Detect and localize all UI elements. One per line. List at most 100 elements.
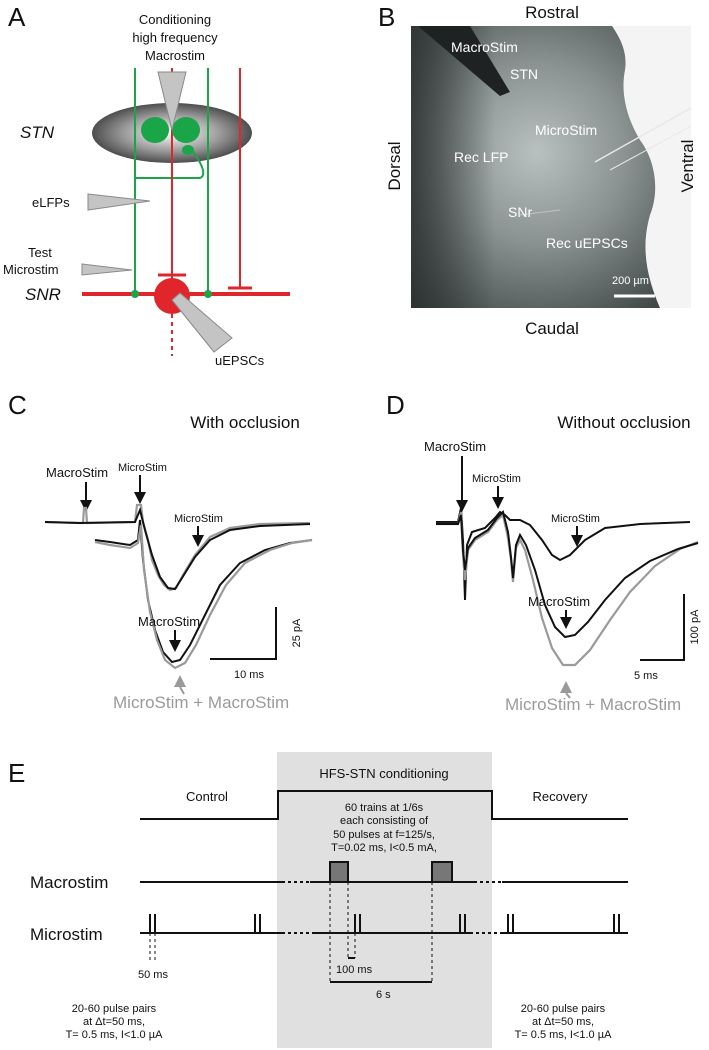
panel-d-microstim-trace-label: MicroStim bbox=[551, 513, 600, 525]
ms100-label: 100 ms bbox=[336, 964, 373, 976]
hfs-desc-2: each consisting of bbox=[340, 815, 429, 827]
conditioning-label-3: Macrostim bbox=[145, 48, 205, 63]
hfs-shaded-region bbox=[277, 752, 492, 1048]
d-scale-y: 100 pA bbox=[689, 609, 701, 645]
panel-c: C With occlusion MacroStim MicroStim Mic… bbox=[8, 390, 313, 712]
micro-pulse-pairs bbox=[149, 914, 620, 933]
rec-electrode-photo bbox=[519, 209, 561, 216]
c-arrow-macro2-head bbox=[169, 640, 181, 652]
synapse-1 bbox=[131, 290, 139, 298]
panel-c-title: With occlusion bbox=[190, 413, 300, 432]
d-scale-x: 5 ms bbox=[634, 670, 658, 682]
uepscs-label: uEPSCs bbox=[215, 353, 265, 368]
d-arrow-macro-head bbox=[456, 500, 468, 512]
d-arrow-combined-head bbox=[560, 681, 572, 693]
panel-letter-b: B bbox=[378, 2, 395, 32]
panel-d: D Without occlusion MacroStim MicroStim … bbox=[386, 390, 701, 714]
d-trace-combined bbox=[436, 511, 699, 667]
panel-letter-e: E bbox=[8, 758, 25, 788]
hfs-desc-1: 60 trains at 1/6s bbox=[345, 802, 424, 814]
c-scale-x: 10 ms bbox=[234, 669, 264, 681]
panel-letter-c: C bbox=[8, 390, 27, 420]
panel-b: B Rostral Caudal Dorsal MacroStim STN Mi… bbox=[378, 2, 697, 338]
conditioning-electrode bbox=[157, 71, 187, 131]
hfs-title: HFS-STN conditioning bbox=[319, 766, 448, 781]
c-trace-combined bbox=[94, 524, 313, 670]
microstim-row-label: Microstim bbox=[30, 925, 103, 944]
panel-c-microstim-trace-label: MicroStim bbox=[174, 513, 223, 525]
c-scale-y: 25 pA bbox=[291, 618, 303, 647]
test-label-2: Microstim bbox=[3, 262, 59, 277]
right-note-2: at Δt=50 ms, bbox=[532, 1016, 594, 1028]
panel-c-microstim-top: MicroStim bbox=[118, 462, 167, 474]
photo-scale-label: 200 µm bbox=[612, 275, 649, 287]
dorsal-label: Dorsal bbox=[385, 141, 404, 190]
photo-macrostim: MacroStim bbox=[451, 39, 518, 55]
test-label-1: Test bbox=[28, 245, 52, 260]
c-arrow-micro2-head bbox=[192, 535, 204, 547]
control-label: Control bbox=[186, 789, 228, 804]
c-trace-macro bbox=[94, 519, 313, 664]
synapse-2 bbox=[204, 290, 212, 298]
patch-electrode bbox=[171, 292, 233, 353]
micro-electrode-photo bbox=[594, 107, 692, 163]
panel-d-microstim-top: MicroStim bbox=[472, 473, 521, 485]
left-note-3: T= 0.5 ms, I<1.0 µA bbox=[66, 1029, 163, 1041]
panel-d-combined-label: MicroStim + MacroStim bbox=[505, 695, 681, 714]
ms50-label: 50 ms bbox=[138, 969, 168, 981]
c-arrow-combined-line bbox=[179, 686, 185, 695]
stn-neuron-soma bbox=[182, 145, 194, 155]
macro-train-2 bbox=[431, 861, 453, 883]
left-note-1: 20-60 pulse pairs bbox=[72, 1003, 157, 1015]
stn-neuron-1 bbox=[141, 117, 169, 143]
photo-rec-uepscs: Rec uEPSCs bbox=[546, 235, 628, 251]
elfp-label: eLFPs bbox=[32, 195, 70, 210]
d-arrow-micro-head bbox=[492, 497, 504, 509]
micro-electrode-photo-2 bbox=[609, 125, 692, 171]
d-arrow-combined-line bbox=[565, 692, 571, 699]
panel-d-macrostim-trace-label: MacroStim bbox=[528, 594, 590, 609]
slice-photo: MacroStim STN MicroStim Rec LFP SNr Rec … bbox=[411, 26, 692, 308]
s6-label: 6 s bbox=[376, 989, 391, 1001]
c-arrow-macro-head bbox=[80, 500, 92, 512]
hfs-desc-4: T=0.02 ms, I<0.5 mA, bbox=[331, 842, 437, 854]
panel-c-macrostim-trace-label: MacroStim bbox=[138, 614, 200, 629]
c-arrow-micro-head bbox=[134, 492, 146, 504]
snr-label: SNR bbox=[25, 285, 61, 304]
macrostim-row-label: Macrostim bbox=[30, 873, 108, 892]
slice-edge bbox=[612, 26, 691, 308]
conditioning-label-2: high frequency bbox=[132, 30, 218, 45]
panel-letter-a: A bbox=[8, 2, 26, 32]
panel-c-macrostim-top: MacroStim bbox=[46, 465, 108, 480]
c-trace-micro bbox=[44, 506, 311, 591]
panel-c-combined-label: MicroStim + MacroStim bbox=[113, 693, 289, 712]
panel-letter-d: D bbox=[386, 390, 405, 420]
hfs-desc-3: 50 pulses at f=125/s, bbox=[333, 829, 435, 841]
stn-label: STN bbox=[20, 123, 55, 142]
panel-e: E HFS-STN conditioning Control Recovery … bbox=[8, 752, 628, 1048]
panel-d-title: Without occlusion bbox=[557, 413, 690, 432]
recovery-label: Recovery bbox=[533, 789, 588, 804]
d-trace-macro bbox=[436, 510, 699, 639]
panel-d-macrostim-top: MacroStim bbox=[424, 439, 486, 454]
right-note-1: 20-60 pulse pairs bbox=[521, 1003, 606, 1015]
photo-microstim: MicroStim bbox=[535, 122, 597, 138]
stn-neuron-2 bbox=[172, 117, 200, 143]
rostral-label: Rostral bbox=[525, 3, 579, 22]
conditioning-label-1: Conditioning bbox=[139, 12, 211, 27]
macro-train-1 bbox=[329, 861, 349, 883]
photo-stn: STN bbox=[510, 66, 538, 82]
timing-guides bbox=[149, 882, 433, 982]
right-note-3: T= 0.5 ms, I<1.0 µA bbox=[515, 1029, 612, 1041]
c-scale-bar bbox=[210, 607, 277, 660]
condition-timeline bbox=[140, 790, 628, 820]
d-arrow-micro2-head bbox=[571, 535, 583, 547]
d-arrow-macro2-head bbox=[560, 617, 572, 629]
panel-a: A Conditioning high frequency Macrostim … bbox=[3, 2, 290, 368]
photo-snr: SNr bbox=[508, 204, 532, 220]
elfp-electrode bbox=[87, 193, 151, 211]
d-scale-bar bbox=[640, 594, 685, 661]
ventral-label: Ventral bbox=[678, 140, 697, 193]
macro-electrode-photo bbox=[418, 26, 510, 96]
